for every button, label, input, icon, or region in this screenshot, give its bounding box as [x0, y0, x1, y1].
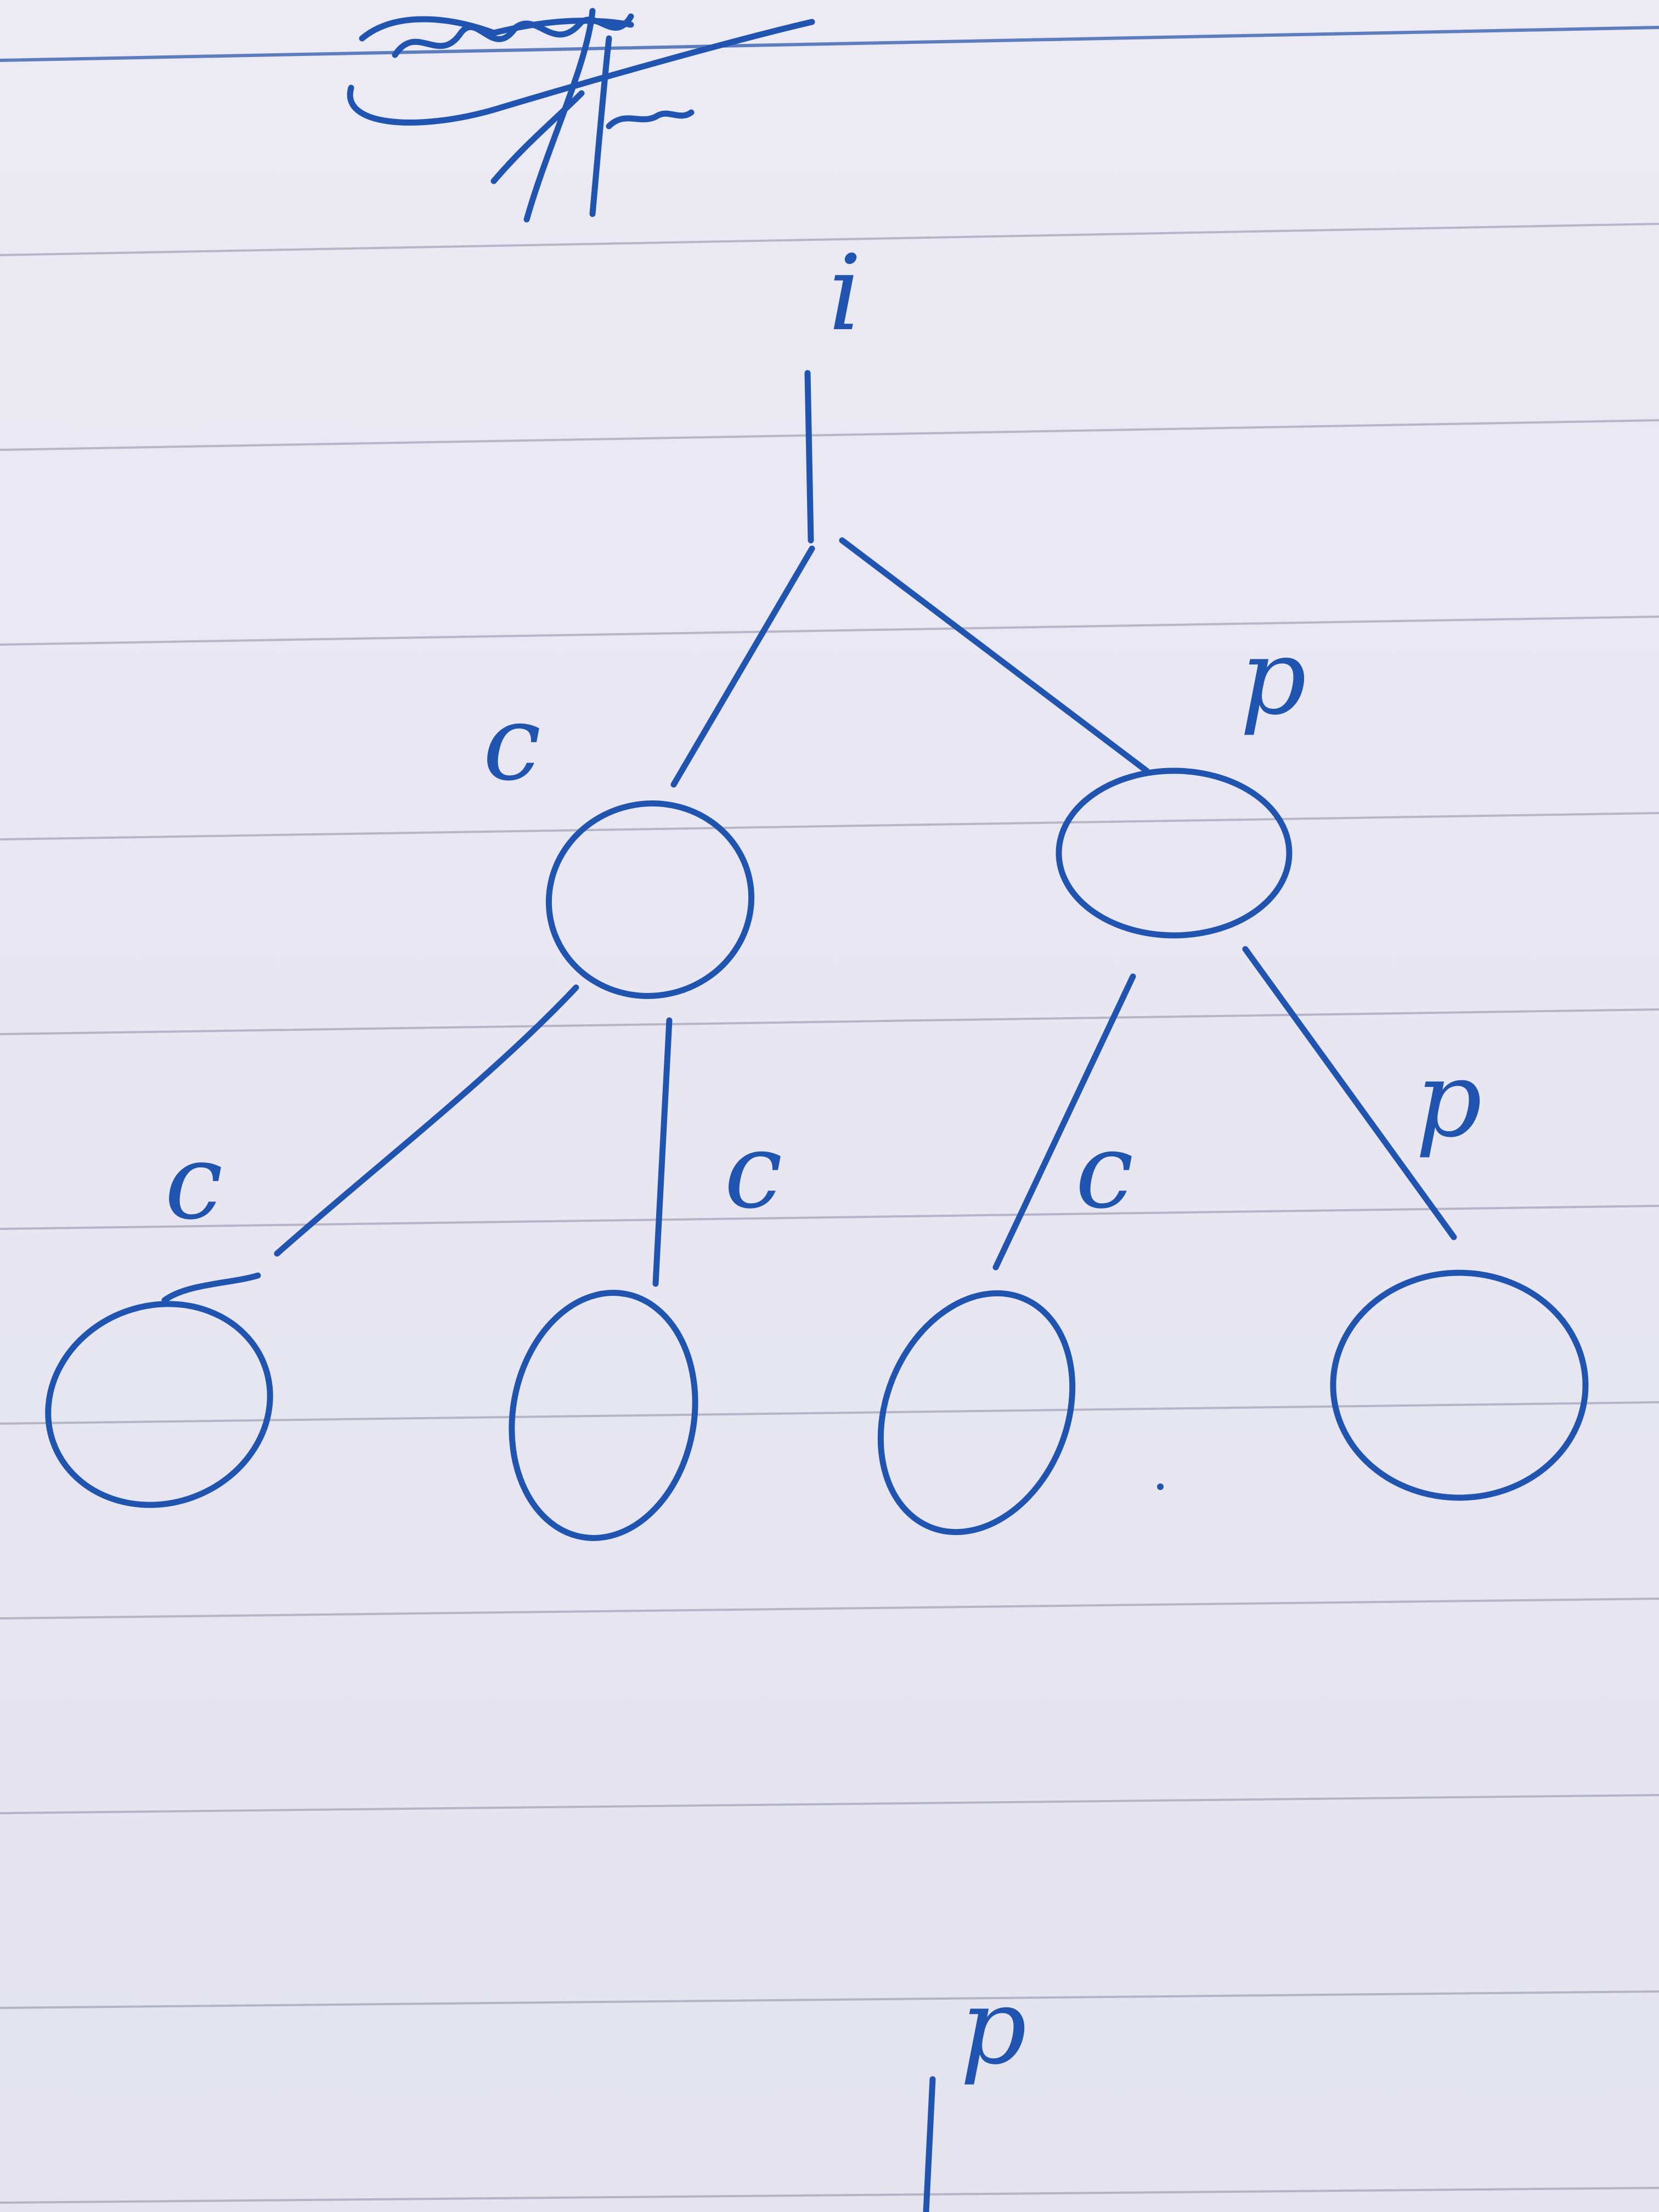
edge-root-left	[670, 545, 815, 788]
edge-left-lr	[652, 1017, 673, 1287]
ruled-line	[0, 812, 1659, 840]
edge-label-right-rr: p	[1415, 1039, 1482, 1160]
edge-label-root-right: p	[1240, 617, 1307, 738]
ruled-line	[0, 2187, 1659, 2204]
node-rr	[1330, 1269, 1589, 1501]
ruled-line	[0, 1794, 1659, 1814]
ruled-line	[0, 1008, 1659, 1035]
ruled-line	[0, 1598, 1659, 1620]
ruled-line	[0, 1205, 1659, 1230]
node-rl	[877, 1290, 1076, 1536]
ruled-line	[0, 26, 1659, 62]
edge-root-right	[839, 537, 1150, 774]
edge-label-root-left: c	[483, 682, 541, 804]
bottom-stem	[923, 2076, 936, 2212]
root-label: i	[828, 233, 862, 354]
edge-label-left-lr: c	[724, 1110, 782, 1232]
node-right	[1056, 768, 1293, 939]
node-left	[545, 800, 755, 999]
edge-left-ll	[274, 984, 579, 1257]
edge-label-left-ll: c	[165, 1121, 223, 1243]
node-lr	[509, 1290, 698, 1541]
node-ll-tail	[161, 1272, 261, 1304]
edge-label-right-rl: c	[1075, 1110, 1133, 1232]
signature-scribble	[347, 8, 815, 223]
tree-nodes	[45, 768, 1589, 1541]
node-ll	[45, 1301, 273, 1508]
ruled-line	[0, 223, 1659, 256]
edge-right-rr	[1242, 946, 1457, 1240]
ruled-line	[0, 1990, 1659, 2009]
root-stem	[804, 370, 814, 544]
tree-edges	[274, 370, 1457, 2212]
ruled-line	[0, 1401, 1659, 1425]
ruled-line	[0, 419, 1659, 451]
bottom-label: p	[960, 1966, 1027, 2087]
ink-dot	[1157, 1483, 1164, 1490]
edge-right-rl	[992, 973, 1136, 1271]
ruled-line	[0, 616, 1659, 646]
